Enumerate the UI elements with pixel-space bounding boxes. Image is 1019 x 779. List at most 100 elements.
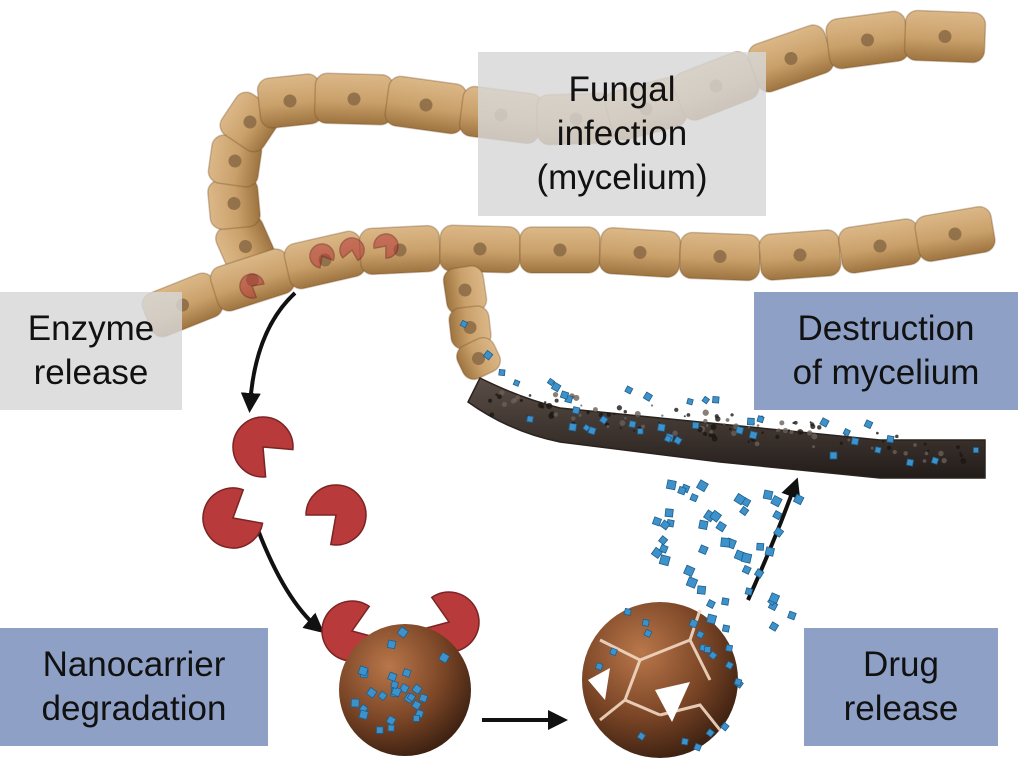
enzyme-icon — [202, 487, 264, 549]
drug-particle — [582, 423, 591, 432]
drug-particle — [418, 693, 429, 703]
drug-particle — [739, 505, 750, 517]
drug-particle — [385, 715, 397, 726]
drug-particle — [829, 451, 838, 460]
drug-particle — [659, 519, 671, 531]
drug-particle — [725, 644, 734, 653]
drug-particle — [701, 395, 711, 405]
hypha-cell — [438, 224, 522, 274]
drug-particle — [740, 552, 753, 564]
drug-particle — [686, 397, 694, 406]
dead-hypha — [467, 376, 986, 479]
hypha-cell — [598, 227, 682, 278]
drug-particle — [792, 493, 805, 506]
hypha-cell — [313, 72, 395, 126]
drug-particle — [358, 709, 369, 720]
drug-particle — [705, 599, 716, 609]
hypha-cell — [837, 218, 923, 274]
drug-particle — [498, 368, 506, 377]
drug-particle — [741, 564, 752, 575]
branch-hypha — [442, 265, 502, 381]
drug-particle — [756, 415, 765, 424]
destruction-of-mycelium-label: Destruction of mycelium — [754, 292, 1018, 410]
hypha-cell — [825, 10, 910, 70]
drug-particle — [642, 391, 654, 402]
drug-particle — [390, 680, 400, 690]
drug-particle — [772, 510, 783, 521]
drug-particle — [609, 647, 618, 657]
drug-particle — [886, 435, 895, 444]
drug-particle — [587, 426, 597, 436]
drug-particle — [598, 415, 609, 425]
drug-particle — [744, 587, 754, 596]
broken-nanocarrier — [582, 602, 738, 758]
drug-particle — [680, 737, 689, 746]
drug-particle — [459, 319, 469, 329]
drug-release-arrow — [746, 477, 801, 601]
drug-particle — [712, 396, 720, 404]
drug-particle — [387, 724, 395, 732]
drug-particle — [482, 349, 494, 361]
hypha-cell — [207, 177, 261, 230]
drug-particle — [664, 508, 674, 518]
drug-particle — [863, 419, 874, 430]
drug-particle — [698, 544, 709, 556]
drug-particle — [842, 428, 851, 437]
drug-particle — [708, 650, 718, 661]
drug-particle — [972, 447, 979, 454]
drug-particle — [715, 520, 727, 533]
drug-particle — [753, 568, 765, 579]
drug-particle — [568, 422, 578, 432]
drug-particle — [720, 721, 730, 732]
drug-particle — [693, 742, 703, 752]
drug-particles — [350, 319, 979, 752]
drug-particle — [594, 662, 604, 671]
fungal-infection-label: Fungal infection (mycelium) — [478, 52, 766, 216]
drug-particle — [698, 519, 709, 531]
drug-particle — [703, 646, 712, 654]
drug-particle — [773, 526, 785, 538]
drug-particle — [905, 458, 915, 467]
hypha-cell — [442, 265, 488, 315]
drug-particle — [377, 690, 388, 701]
hypha-cell — [455, 336, 502, 381]
hypha-cell — [914, 205, 996, 263]
drug-particle — [689, 493, 699, 503]
drug-particle — [623, 607, 632, 617]
drug-particle — [550, 381, 562, 393]
drug-particle — [512, 379, 521, 387]
drug-particle — [411, 683, 423, 695]
drug-particle — [677, 485, 687, 496]
drug-particle — [705, 728, 716, 738]
enzyme-icon — [239, 273, 265, 299]
drug-particle — [735, 425, 745, 435]
drug-particle — [636, 731, 647, 741]
enzyme-icon — [232, 416, 294, 478]
hypha-cell — [358, 224, 442, 276]
hypha-cell — [384, 75, 468, 135]
hypha-cell — [256, 73, 324, 129]
drug-particle — [637, 428, 644, 435]
enzyme-to-nanocarrier-arrow — [256, 529, 325, 634]
drug-particle — [387, 671, 398, 683]
drug-particle — [709, 509, 723, 523]
drug-particle — [546, 377, 556, 387]
drug-particle — [685, 576, 699, 589]
drug-particle — [357, 665, 369, 677]
enzyme-icon — [305, 484, 367, 546]
drug-particle — [665, 479, 677, 491]
drug-particle — [756, 542, 765, 551]
enzyme-icon — [373, 233, 399, 259]
drug-particle — [768, 621, 780, 632]
drug-particle — [746, 417, 755, 426]
drug-particle — [930, 456, 940, 465]
drug-particle — [386, 639, 397, 650]
drug-particle — [651, 516, 663, 527]
drug-particle — [787, 610, 797, 621]
drug-particle — [559, 390, 570, 400]
nanocarrier-degradation-label: Nanocarrier degradation — [0, 628, 268, 746]
drug-particle — [768, 592, 781, 604]
drug-particle — [770, 494, 783, 508]
enzyme-release-label: Enzyme release — [0, 292, 182, 410]
drug-particle — [762, 489, 774, 501]
